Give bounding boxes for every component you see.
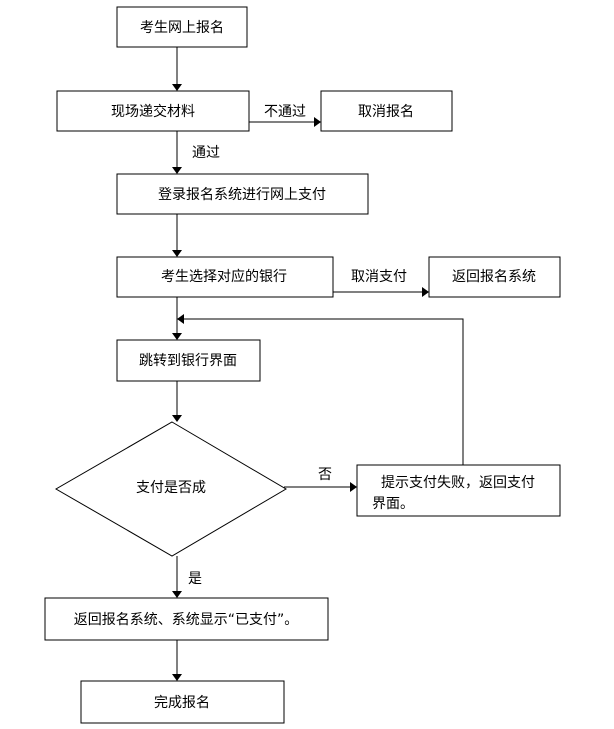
arrowhead-n8-n10 [172, 591, 182, 598]
edge-label-passed: 通过 [192, 145, 220, 161]
arrowhead-n4-n5 [172, 250, 182, 257]
arrowhead-n5-n7 [172, 333, 182, 340]
edge-n9-n7-loop [184, 318, 464, 465]
node-show-paid [44, 597, 329, 641]
node-select-bank-label: 考生选择对应的银行 [161, 268, 287, 285]
arrowhead-n2-n3 [314, 117, 321, 127]
node-submit-materials-label: 现场递交材料 [111, 103, 195, 120]
edge-label-no: 否 [318, 467, 332, 483]
arrowhead-n7-n8 [172, 415, 182, 422]
edge-label-cancel-payment: 取消支付 [351, 269, 407, 285]
arrowhead-n9-n7-loop [177, 314, 184, 324]
edges [172, 47, 464, 681]
node-show-paid-label: 返回报名系统、系统显示“已支付”。 [74, 612, 299, 628]
node-bank-page-label: 跳转到银行界面 [139, 353, 237, 369]
node-online-registration [116, 6, 248, 48]
node-online-registration-label: 考生网上报名 [140, 20, 224, 36]
node-login-pay-label: 登录报名系统进行网上支付 [158, 187, 326, 203]
arrowhead-n5-n6 [422, 287, 429, 297]
node-cancel-registration-label: 取消报名 [358, 104, 414, 120]
arrowhead-n2-n4 [172, 167, 182, 174]
node-complete-registration-label: 完成报名 [154, 695, 210, 711]
node-payment-failed-label-line2: 界面。 [372, 496, 414, 512]
edge-label-not-passed: 不通过 [264, 104, 306, 120]
edge-labels: 不通过 通过 取消支付 否 是 [188, 104, 407, 587]
node-return-system-label: 返回报名系统 [452, 269, 536, 285]
node-complete-registration [80, 680, 285, 724]
nodes: 考生网上报名 现场递交材料 取消报名 登录报名系统进行网上支付 考生选择对应的银… [44, 6, 561, 724]
edge-label-yes: 是 [188, 571, 202, 587]
node-cancel-registration [320, 90, 453, 132]
node-payment-success-decision-label: 支付是否成 [136, 480, 206, 496]
node-login-pay [116, 173, 369, 215]
node-payment-success-decision [55, 421, 287, 557]
node-return-system [428, 256, 561, 298]
arrowhead-n10-n11 [172, 674, 182, 681]
node-payment-failed [356, 464, 561, 517]
node-select-bank [116, 256, 334, 298]
node-bank-page [116, 339, 261, 382]
node-payment-failed-label-line1: 提示支付失败，返回支付 [381, 475, 535, 491]
arrowhead-n8-n9 [350, 482, 357, 492]
node-submit-materials [56, 90, 250, 132]
arrowhead-n1-n2 [172, 84, 182, 91]
